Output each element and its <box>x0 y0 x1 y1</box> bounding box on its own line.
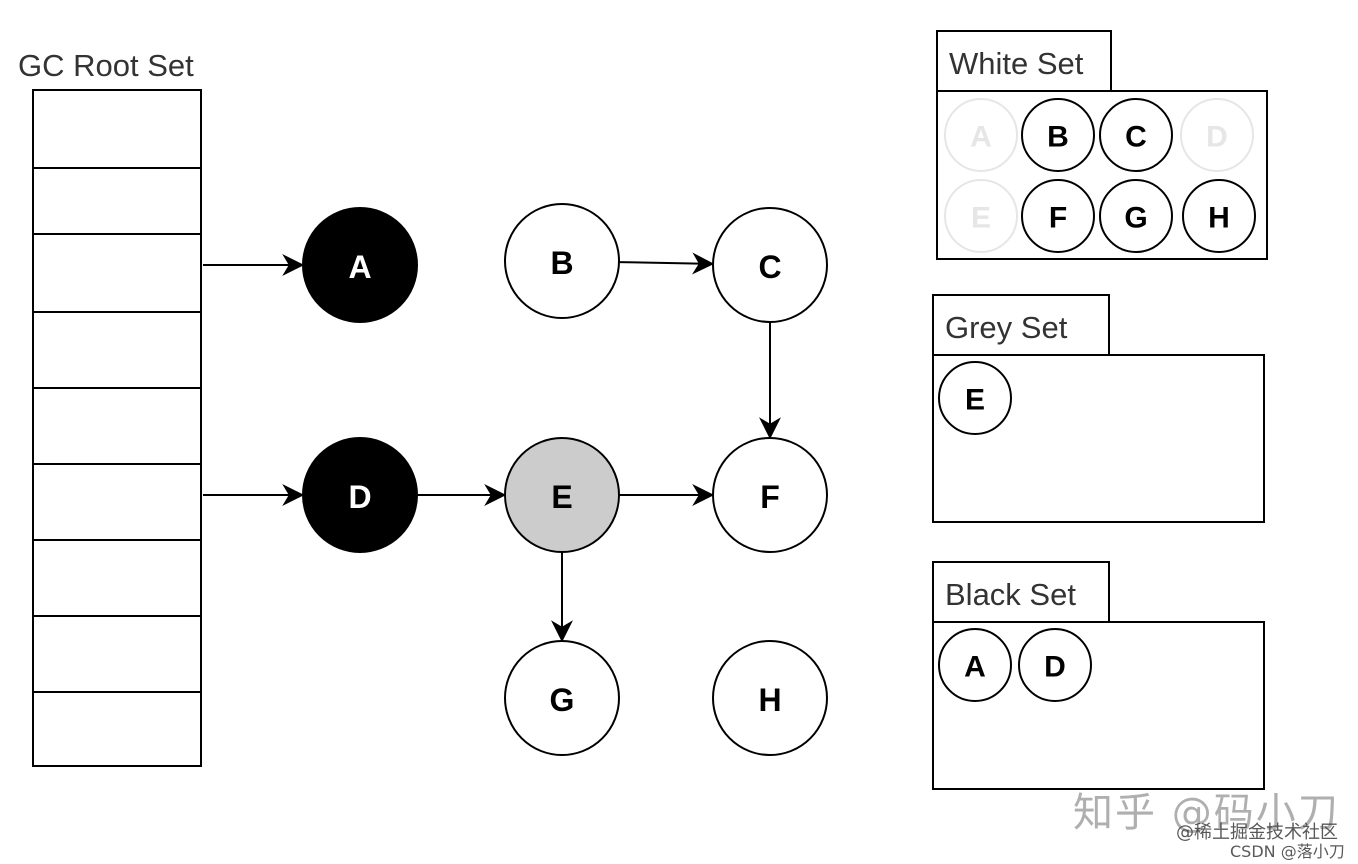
black-set-member-circle <box>938 628 1012 702</box>
white-set-member-label: H <box>1208 202 1230 235</box>
node-e-label: E <box>551 479 572 515</box>
watermark-csdn: CSDN @落小刀 <box>1230 842 1345 861</box>
root-slot-3 <box>32 233 202 313</box>
grey-set-member-label: E <box>965 384 985 417</box>
white-set-member-h: H <box>1182 179 1256 253</box>
node-h-circle <box>712 640 828 756</box>
root-slot-7 <box>32 539 202 617</box>
node-g: G <box>504 640 620 756</box>
node-c-circle <box>712 207 828 323</box>
white-set-member-label: D <box>1206 121 1228 154</box>
root-slot-4 <box>32 311 202 389</box>
root-set-stack <box>32 89 202 767</box>
white-set-member-circle <box>944 179 1018 253</box>
node-e-circle <box>504 437 620 553</box>
root-slot-5 <box>32 387 202 465</box>
node-d-label: D <box>348 479 371 515</box>
white-set-tab <box>936 30 1112 92</box>
node-h-label: H <box>758 682 781 718</box>
grey-set-title: Grey Set <box>945 310 1068 345</box>
white-set-member-circle <box>1099 179 1173 253</box>
root-slot-9 <box>32 691 202 767</box>
white-set-member-circle <box>1021 179 1095 253</box>
white-set-member-circle <box>1182 179 1256 253</box>
black-set-member-a: A <box>938 628 1012 702</box>
root-slot-1 <box>32 89 202 169</box>
white-set-member-label: C <box>1125 121 1147 154</box>
white-set-member-e: E <box>944 179 1018 253</box>
node-f: F <box>712 437 828 553</box>
node-a: A <box>302 207 418 323</box>
watermark-zhihu: 知乎 @码小刀 <box>1073 790 1340 836</box>
watermark-juejin: @稀土掘金技术社区 <box>1176 822 1338 843</box>
white-set-member-c: C <box>1099 98 1173 172</box>
node-d: D <box>302 437 418 553</box>
edge-B-to-C <box>618 252 715 275</box>
grey-set-member-circle <box>938 361 1012 435</box>
node-g-label: G <box>550 682 575 718</box>
node-b: B <box>504 203 620 319</box>
node-e: E <box>504 437 620 553</box>
black-set-member-label: A <box>964 651 986 684</box>
node-g-circle <box>504 640 620 756</box>
white-set-member-b: B <box>1021 98 1095 172</box>
node-f-circle <box>712 437 828 553</box>
node-f-label: F <box>760 479 780 515</box>
root-slot-8 <box>32 615 202 693</box>
white-set-member-g: G <box>1099 179 1173 253</box>
white-set-member-label: F <box>1049 202 1067 235</box>
white-set-member-a: A <box>944 98 1018 172</box>
black-set-member-label: D <box>1044 651 1066 684</box>
black-set-title: Black Set <box>945 577 1076 612</box>
node-h: H <box>712 640 828 756</box>
white-set-member-label: A <box>970 121 992 154</box>
white-set-member-circle <box>1021 98 1095 172</box>
white-set-title: White Set <box>949 46 1084 81</box>
white-set-member-label: E <box>971 202 991 235</box>
grey-set-tab <box>932 294 1110 356</box>
white-set-member-circle <box>1099 98 1173 172</box>
white-set-member-f: F <box>1021 179 1095 253</box>
black-set-member-circle <box>1018 628 1092 702</box>
reference-edges <box>203 252 781 643</box>
grey-set-member-e: E <box>938 361 1012 435</box>
node-b-label: B <box>550 245 573 281</box>
white-set-member-circle <box>1180 98 1254 172</box>
node-d-circle <box>302 437 418 553</box>
node-c-label: C <box>758 249 781 285</box>
node-c: C <box>712 207 828 323</box>
root-slot-6 <box>32 463 202 541</box>
white-set-member-d: D <box>1180 98 1254 172</box>
white-set-member-circle <box>944 98 1018 172</box>
black-set-member-d: D <box>1018 628 1092 702</box>
node-b-circle <box>504 203 620 319</box>
white-set-member-label: G <box>1124 202 1147 235</box>
object-graph: A B C D E F G H <box>302 203 828 756</box>
black-set-tab <box>932 561 1110 623</box>
node-a-label: A <box>348 249 371 285</box>
node-a-circle <box>302 207 418 323</box>
root-slot-2 <box>32 167 202 235</box>
white-set-member-label: B <box>1047 121 1069 154</box>
root-set-title: GC Root Set <box>18 48 194 83</box>
